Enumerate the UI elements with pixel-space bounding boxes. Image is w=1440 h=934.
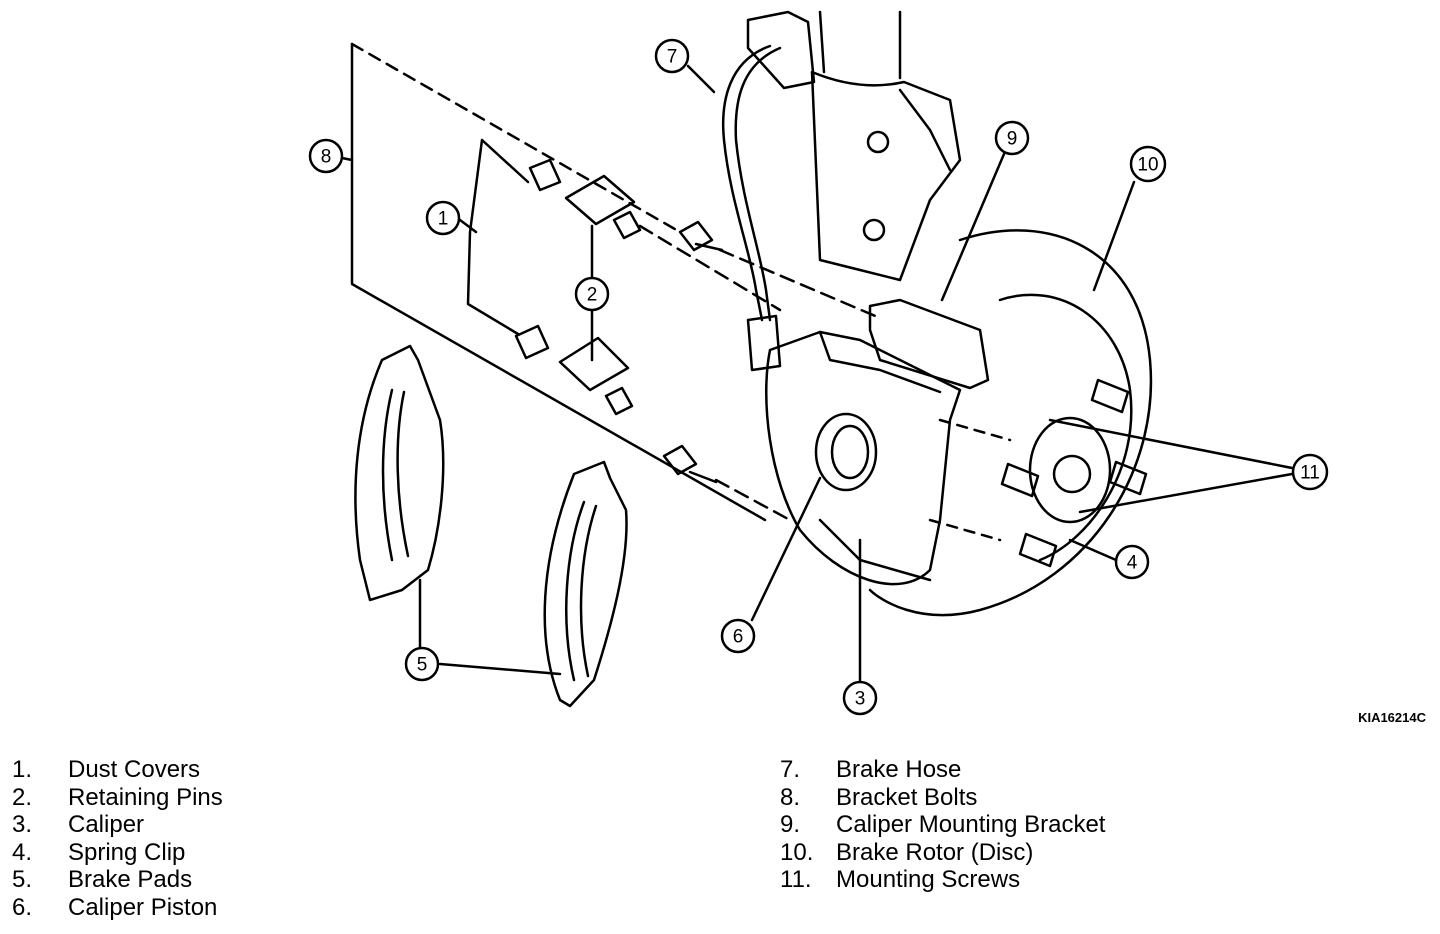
legend-item-number: 8. [780,783,801,811]
legend-item-label: Brake Rotor (Disc) [836,838,1034,866]
legend-item: 3. Caliper [12,811,223,839]
callout-7-circle [654,38,690,74]
legend-item: 8. Bracket Bolts [780,784,1105,812]
caliper [765,330,962,586]
legend-item-number: 2. [12,783,33,811]
leader-9 [940,152,1006,302]
callout-6-circle [720,618,756,654]
legend-item: 11. Mounting Screws [780,866,1105,894]
callout-5-circle [404,646,440,682]
alignment-line-clip [928,518,1002,542]
alignment-line-lower [714,478,792,522]
legend-item-label: Brake Pads [68,866,193,894]
legend-item: 1. Dust Covers [12,756,223,784]
callout-3-label: 3 [855,689,866,710]
legend-right: 7. Brake Hose 8. Bracket Bolts 9. Caliper Mou… [780,756,1105,894]
legend-item-label: Spring Clip [68,838,186,866]
legend-item-label: Caliper [68,811,145,839]
legend-item-label: Bracket Bolts [836,783,978,811]
brake-pad-1 [354,344,445,602]
legend-item-number: 1. [12,756,33,783]
legend-item-number: 7. [780,756,801,783]
leader-6 [750,476,822,622]
legend-item-number: 10. [780,838,814,866]
legend-item-label: Caliper Mounting Bracket [836,811,1106,839]
callout-9-circle [994,120,1030,156]
legend-item-number: 3. [12,811,33,839]
leader-1 [458,218,478,234]
callout-10-circle [1129,145,1167,183]
legend-item: 6. Caliper Piston [12,894,223,922]
callout-4-label: 4 [1127,553,1138,574]
upper-pin-assembly [528,158,724,252]
alignment-line-mid [718,248,882,320]
lower-pin-assembly [514,324,718,484]
legend-item-label: Mounting Screws [836,866,1021,894]
legend-item: 5. Brake Pads [12,866,223,894]
callout-1-label: 1 [438,209,449,230]
callout-11-label: 11 [1300,463,1320,484]
callout-1-circle [425,200,461,236]
legend-item-label: Caliper Piston [68,893,218,921]
leader-4 [1068,538,1118,562]
callout-8-circle [308,138,344,174]
callout-3-circle [842,680,878,716]
callout-4-circle [1114,544,1150,580]
callout-7-label: 7 [667,47,678,68]
callout-11-circle [1291,453,1329,491]
callout-2-circle [574,276,610,312]
leader-5 [418,578,562,676]
strut [746,10,962,282]
legend-item-number: 9. [780,811,801,839]
bracket-8-leader [340,156,354,162]
bracket-8-outline [350,42,767,522]
bracket-1-outline [466,138,530,336]
legend-item: 4. Spring Clip [12,839,223,867]
leader-7 [686,64,716,94]
brake-hose [721,44,772,322]
callout-6-label: 6 [733,627,744,648]
callout-9-label: 9 [1007,129,1018,150]
figure-code: KIA16214C [1358,710,1426,725]
legend-item: 7. Brake Hose [780,756,1105,784]
legend-item-number: 4. [12,838,33,866]
callout-2-label: 2 [587,285,598,306]
callout-8-label: 8 [321,147,332,168]
callout-10-label: 10 [1137,155,1158,176]
legend-item-number: 11. [780,866,812,894]
bracket-8-top-line [350,42,682,234]
legend-item-label: Brake Hose [836,756,962,783]
legend-item: 10. Brake Rotor (Disc) [780,839,1105,867]
brake-rotor [868,229,1153,617]
leader-11 [1048,418,1294,514]
legend-item: 2. Retaining Pins [12,784,223,812]
alignment-line-right [938,418,1012,442]
legend-item-label: Retaining Pins [68,783,223,811]
legend-item-number: 5. [12,866,33,894]
legend-item-number: 6. [12,893,33,921]
brake-pad-2 [543,460,628,708]
legend-item: 9. Caliper Mounting Bracket [780,811,1105,839]
legend-item-label: Dust Covers [68,756,201,783]
caliper-mounting-bracket [868,298,990,390]
leader-10 [1092,180,1136,292]
callout-5-label: 5 [417,655,428,676]
